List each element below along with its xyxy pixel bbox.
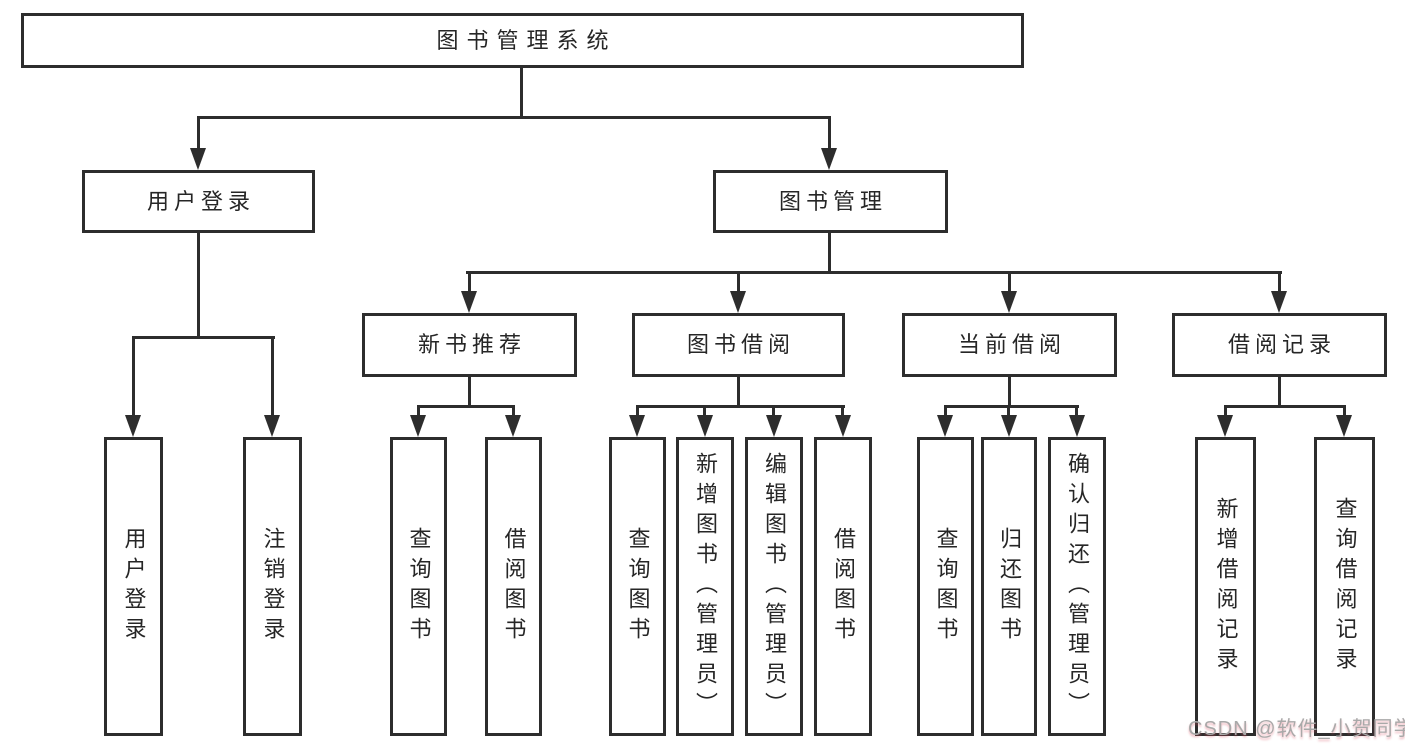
node-new-book-recommend: 新书推荐 <box>362 313 577 377</box>
connector-line <box>944 405 1079 408</box>
node-library-system: 图书管理系统 <box>21 13 1024 68</box>
node-borrow-records: 借阅记录 <box>1172 313 1387 377</box>
connector-line <box>1343 405 1346 418</box>
arrow-down-icon <box>766 415 782 437</box>
connector-line <box>466 271 1282 274</box>
connector-line <box>737 377 740 405</box>
node-user-login: 用户登录 <box>82 170 315 233</box>
arrow-down-icon <box>1217 415 1233 437</box>
node-return-books: 归还图书 <box>981 437 1037 736</box>
arrow-down-icon <box>1001 415 1017 437</box>
node-user-login-leaf: 用户登录 <box>104 437 163 736</box>
node-query-books-borrow: 查询图书 <box>609 437 666 736</box>
connector-line <box>636 405 845 408</box>
connector-line <box>520 68 523 116</box>
arrow-down-icon <box>190 148 206 170</box>
arrow-down-icon <box>629 415 645 437</box>
connector-line <box>1075 405 1078 418</box>
arrow-down-icon <box>697 415 713 437</box>
arrow-down-icon <box>821 148 837 170</box>
node-book-borrow: 图书借阅 <box>632 313 845 377</box>
connector-line <box>841 405 844 418</box>
connector-line <box>1008 271 1011 293</box>
arrow-down-icon <box>937 415 953 437</box>
node-query-borrow-record: 查询借阅记录 <box>1314 437 1375 736</box>
connector-line <box>828 233 831 274</box>
connector-line <box>1224 405 1346 408</box>
node-logout: 注销登录 <box>243 437 302 736</box>
arrow-down-icon <box>505 415 521 437</box>
connector-line <box>703 405 706 418</box>
arrow-down-icon <box>1271 291 1287 313</box>
arrow-down-icon <box>264 415 280 437</box>
connector-line <box>132 336 275 339</box>
connector-line <box>417 405 420 418</box>
connector-line <box>1007 405 1010 418</box>
connector-line <box>468 377 471 405</box>
node-book-management: 图书管理 <box>713 170 948 233</box>
connector-line <box>772 405 775 418</box>
connector-line <box>468 271 471 293</box>
arrow-down-icon <box>1001 291 1017 313</box>
connector-line <box>512 405 515 418</box>
node-add-books-admin: 新增图书（管理员） <box>676 437 734 736</box>
connector-line <box>271 336 274 417</box>
connector-line <box>1278 271 1281 293</box>
arrow-down-icon <box>410 415 426 437</box>
arrow-down-icon <box>125 415 141 437</box>
arrow-down-icon <box>1336 415 1352 437</box>
connector-line <box>197 116 831 119</box>
connector-line <box>1278 377 1281 405</box>
arrow-down-icon <box>461 291 477 313</box>
node-confirm-return-admin: 确认归还（管理员） <box>1048 437 1106 736</box>
node-borrow-books-recommend: 借阅图书 <box>485 437 542 736</box>
connector-line <box>197 233 200 336</box>
connector-line <box>828 116 831 150</box>
node-query-books-current: 查询图书 <box>917 437 974 736</box>
arrow-down-icon <box>730 291 746 313</box>
connector-line <box>636 405 639 418</box>
arrow-down-icon <box>1069 415 1085 437</box>
node-current-borrow: 当前借阅 <box>902 313 1117 377</box>
connector-line <box>132 336 135 417</box>
arrow-down-icon <box>835 415 851 437</box>
node-add-borrow-record: 新增借阅记录 <box>1195 437 1256 736</box>
connector-line <box>197 116 200 150</box>
connector-line <box>417 405 515 408</box>
connector-line <box>1224 405 1227 418</box>
csdn-watermark: CSDN @软件_小贺同学 <box>1188 718 1405 740</box>
node-query-books-recommend: 查询图书 <box>390 437 447 736</box>
node-borrow-books-leaf: 借阅图书 <box>814 437 872 736</box>
connector-line <box>944 405 947 418</box>
connector-line <box>1008 377 1011 405</box>
node-edit-books-admin: 编辑图书（管理员） <box>745 437 803 736</box>
connector-line <box>737 271 740 293</box>
